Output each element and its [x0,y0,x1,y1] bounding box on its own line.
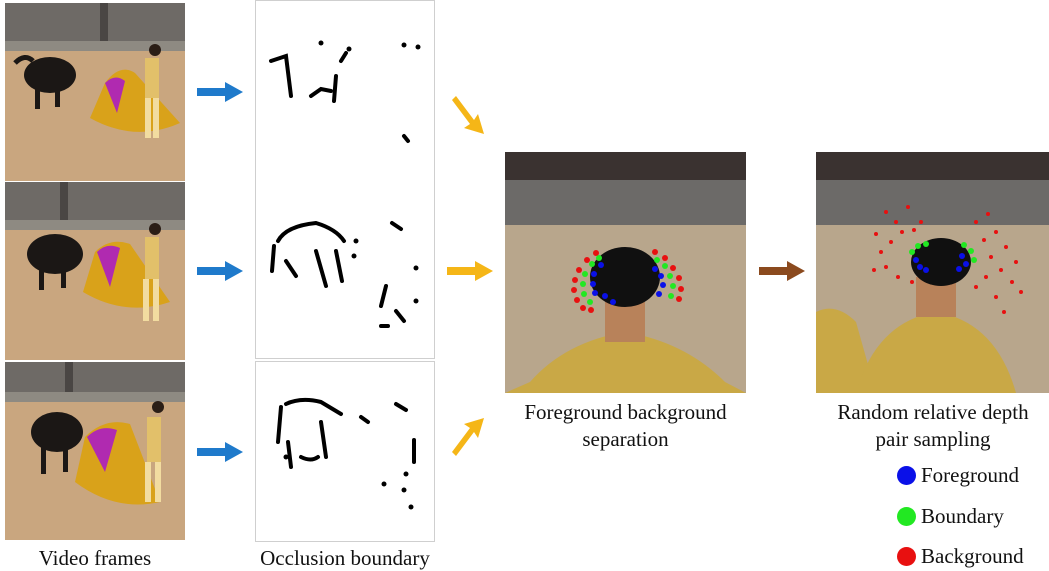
foreground-background-separation-image [505,152,746,393]
fg-bg-separation-label-line1: Foreground background [524,400,727,424]
random-pair-label-line2: pair sampling [875,427,991,451]
arrow-right-icon [447,261,493,281]
background-dot-icon [897,547,916,566]
arrow-diagonal-down-icon [452,96,484,134]
video-frames-label: Video frames [38,546,152,570]
legend-item-background: Background [897,544,1024,569]
video-frame-2 [5,182,185,360]
occlusion-boundary-map-top [255,0,435,359]
legend-item-boundary: Boundary [897,504,1004,529]
occlusion-boundary-map-bottom [255,361,435,542]
arrow-diagonal-up-icon [452,418,484,456]
legend-label: Foreground [921,463,1019,487]
video-frame-1 [5,3,185,181]
fg-bg-separation-label-line2: separation [582,427,669,451]
arrow-right-icon [759,261,805,281]
arrow-right-icon [197,261,243,281]
legend-item-foreground: Foreground [897,463,1019,488]
arrow-right-icon [197,442,243,462]
occlusion-boundary-label: Occlusion boundary [260,546,430,570]
random-pair-label-line1: Random relative depth [837,400,1029,424]
video-frame-3 [5,362,185,540]
random-pair-sampling-image [816,152,1049,393]
boundary-dot-icon [897,507,916,526]
legend-label: Boundary [921,504,1004,528]
foreground-dot-icon [897,466,916,485]
legend-label: Background [921,544,1024,568]
arrow-right-icon [197,82,243,102]
